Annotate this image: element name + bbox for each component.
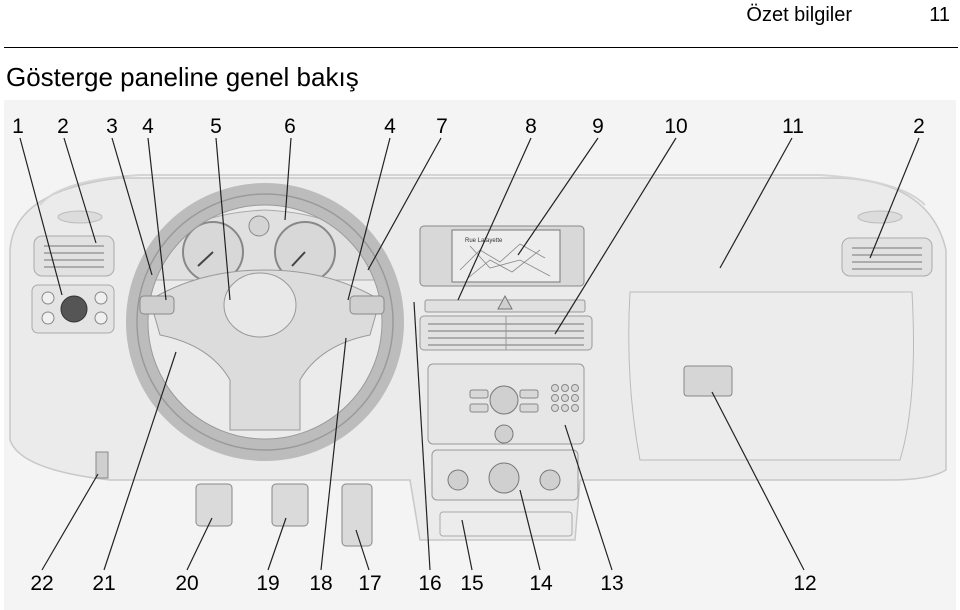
callout-13: 13 [600,572,624,595]
callout-2-right: 2 [913,115,925,138]
brake-pedal [271,483,309,527]
callout-21: 21 [92,572,116,595]
callout-17: 17 [358,572,382,595]
callout-10: 10 [664,115,688,138]
temperature-knob-left [447,469,469,491]
steering-left-controls [139,295,175,315]
header-divider [4,47,958,48]
glovebox-handle [683,365,733,397]
bonnet-release-lever [95,451,109,479]
right-air-vent [841,237,933,277]
callout-19: 19 [256,572,280,595]
callout-16: 16 [418,572,442,595]
callout-4-right: 4 [384,115,396,138]
fan-speed-knob [488,462,520,494]
dashboard-top [39,174,926,206]
accelerator-pedal [341,483,373,547]
storage-compartment [439,511,573,537]
callout-18: 18 [309,572,333,595]
callout-12: 12 [793,572,817,595]
dashboard-illustration: Rue Lafayette [4,100,956,610]
callout-6: 6 [284,115,296,138]
page-number: 11 [929,4,950,26]
callout-1: 1 [12,115,24,138]
hazard-warning-icon [497,294,513,310]
audio-volume-knob [489,385,519,415]
callout-2: 2 [57,115,69,138]
callout-9: 9 [592,115,604,138]
left-tweeter [57,210,103,224]
clutch-pedal [195,483,233,527]
glovebox [628,291,914,461]
left-air-vent [33,235,115,277]
page-title: Gösterge paneline genel bakış [6,62,359,92]
airbag-cover [223,272,297,338]
callout-4: 4 [142,115,154,138]
callout-8: 8 [525,115,537,138]
steering-right-controls [349,295,385,315]
callout-11: 11 [782,115,804,138]
callout-5: 5 [210,115,222,138]
callout-15: 15 [460,572,484,595]
callout-14: 14 [529,572,553,595]
section-title: Özet bilgiler [746,4,852,26]
fuel-gauge [248,215,270,237]
callout-3: 3 [106,115,118,138]
right-tweeter [857,210,903,224]
air-distribution-knob [539,469,561,491]
steering-wheel-hub [149,269,381,431]
callout-20: 20 [175,572,199,595]
light-switch-knob [60,295,88,323]
callout-22: 22 [30,572,54,595]
callout-7: 7 [436,115,448,138]
